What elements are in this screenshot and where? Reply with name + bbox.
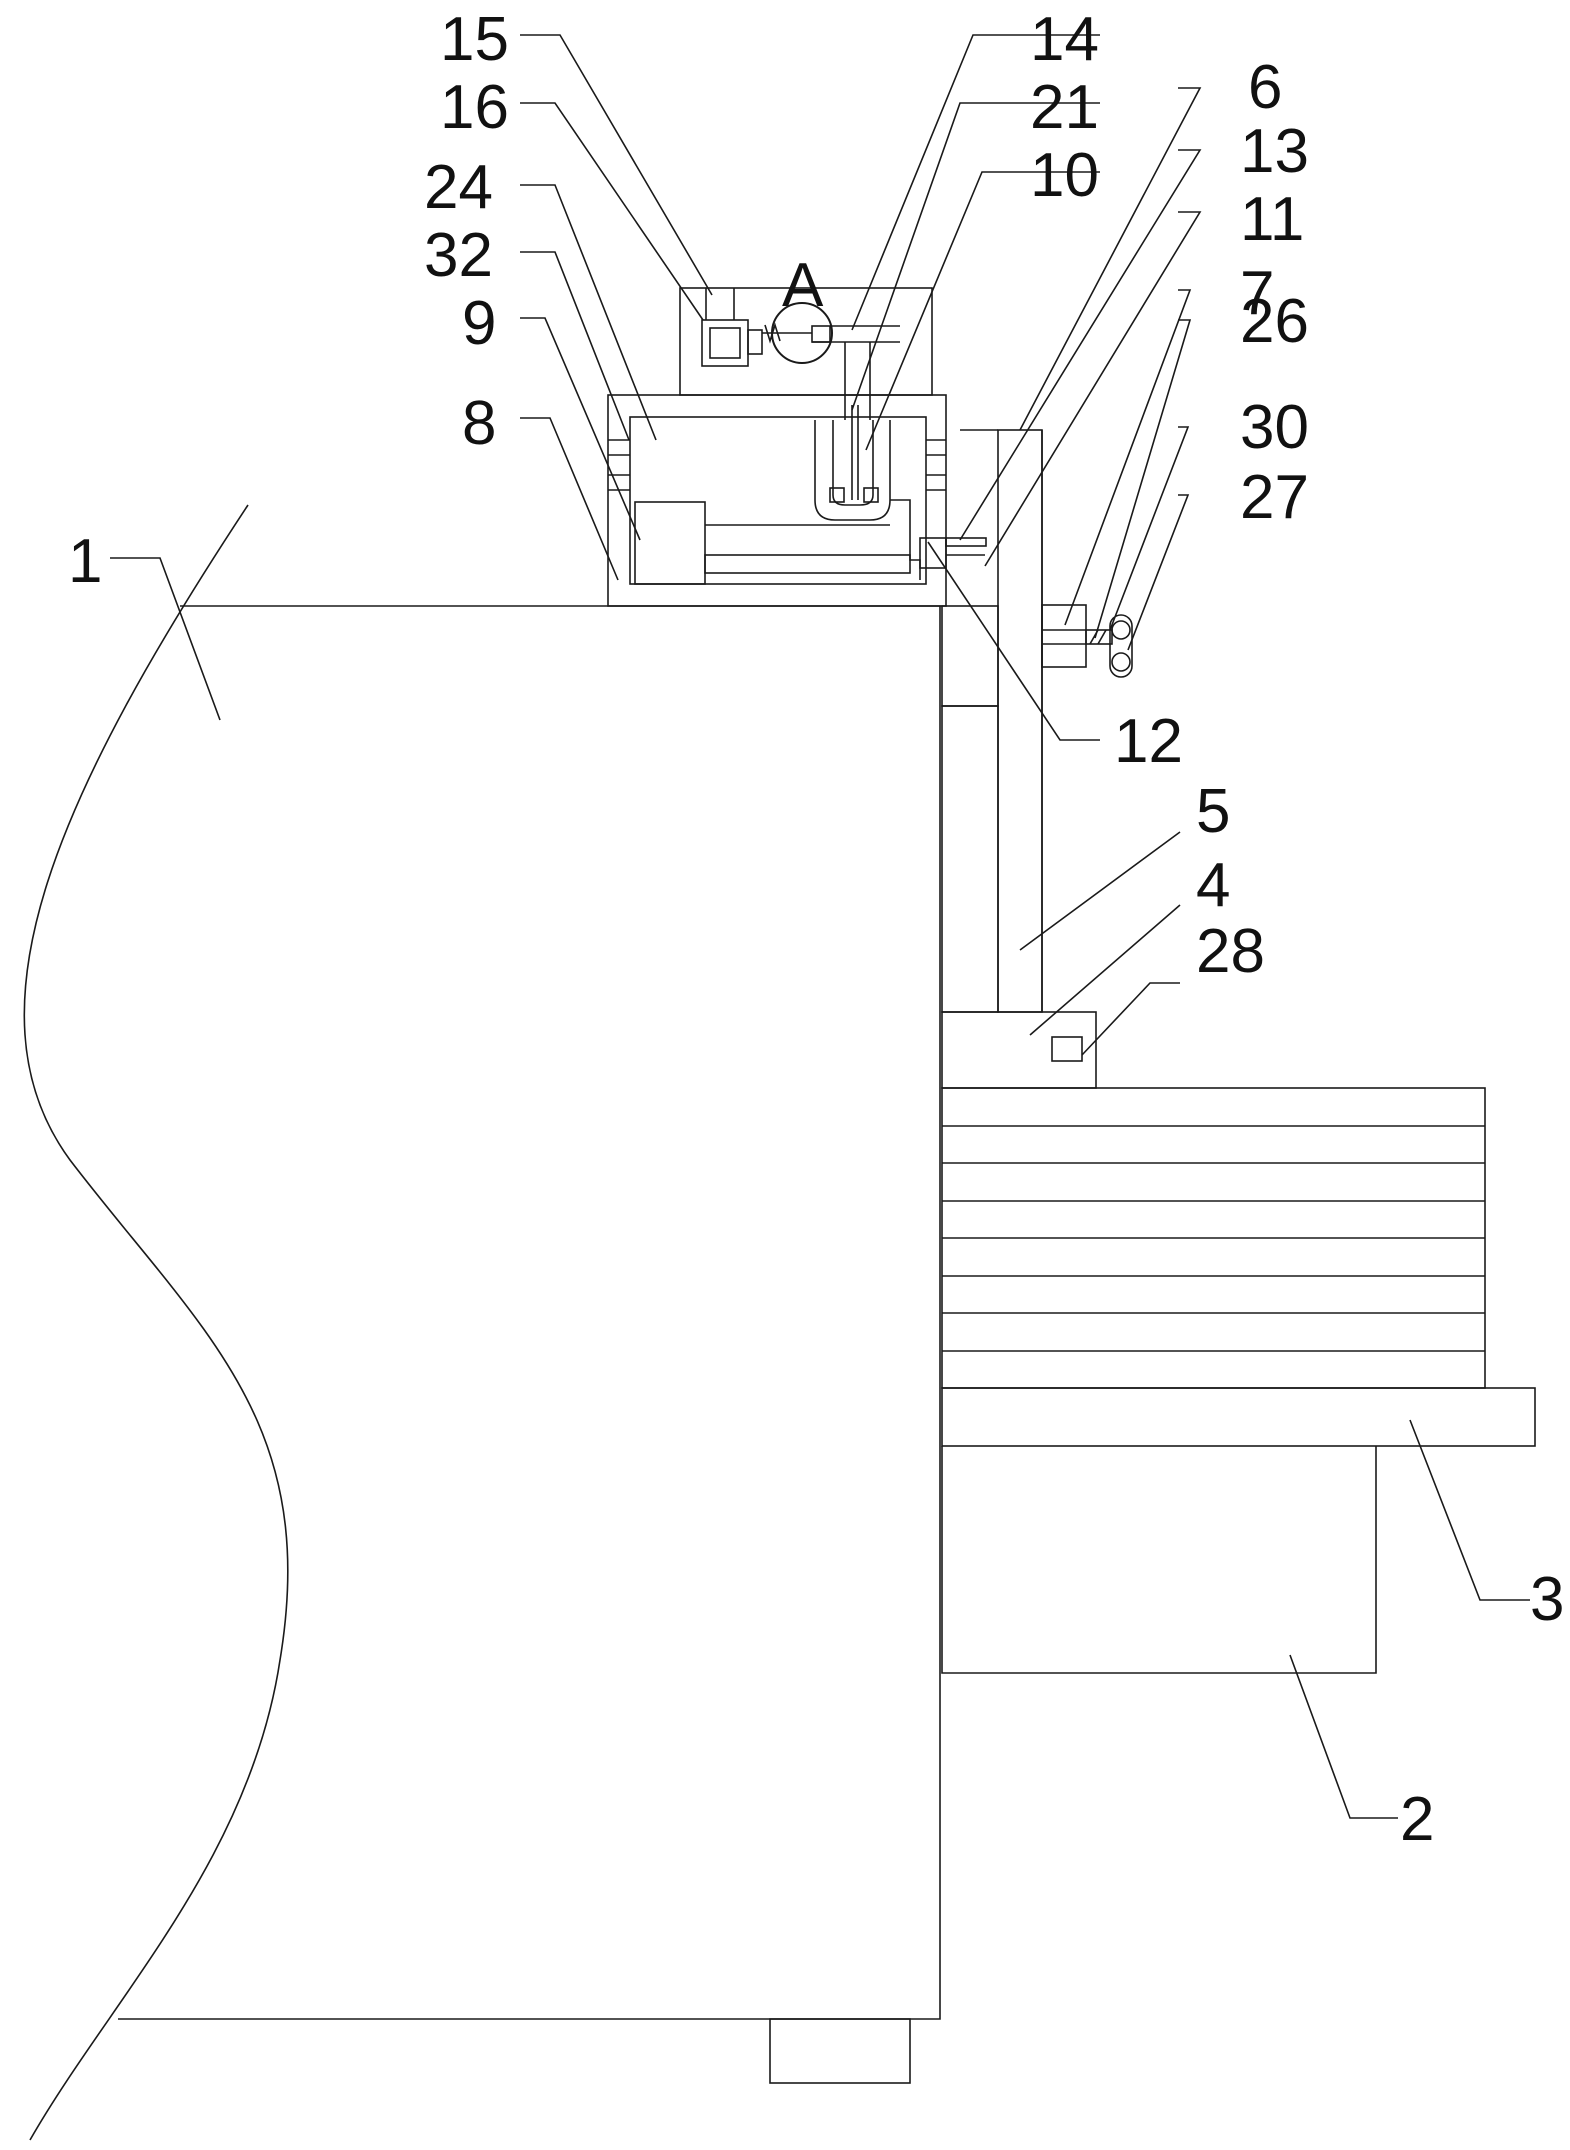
vertical-rod <box>960 430 1042 1012</box>
label-4: 4 <box>1196 851 1230 920</box>
label-2: 2 <box>1400 1785 1434 1854</box>
label-24: 24 <box>424 153 493 222</box>
label-21: 21 <box>1030 73 1099 142</box>
label-11: 11 <box>1240 185 1304 254</box>
slide-block <box>942 1012 1096 1088</box>
support-plate <box>942 1388 1535 1446</box>
label-12: 12 <box>1114 707 1183 776</box>
label-8: 8 <box>462 389 496 458</box>
label-14: 14 <box>1030 5 1099 74</box>
label-5: 5 <box>1196 777 1230 846</box>
side-fixture <box>1042 605 1132 677</box>
label-28: 28 <box>1196 917 1265 986</box>
stacked-plates <box>942 1088 1485 1388</box>
upper-housing <box>608 395 986 606</box>
label-13: 13 <box>1240 117 1309 186</box>
label-26: 26 <box>1240 287 1309 356</box>
label-6: 6 <box>1248 53 1282 122</box>
label-32: 32 <box>424 221 493 290</box>
label-30: 30 <box>1240 393 1309 462</box>
detail-marker-a: A <box>782 251 824 320</box>
label-3: 3 <box>1530 1565 1564 1634</box>
label-10: 10 <box>1030 141 1099 210</box>
label-9: 9 <box>462 289 496 358</box>
main-body <box>24 505 998 2140</box>
label-1: 1 <box>68 527 102 596</box>
lower-box <box>942 1446 1376 1673</box>
label-27: 27 <box>1240 463 1309 532</box>
part-labels: 1 15 16 24 32 9 8 A 14 21 10 6 13 11 7 2… <box>68 5 1564 1854</box>
label-16: 16 <box>440 73 509 142</box>
label-15: 15 <box>440 5 509 74</box>
